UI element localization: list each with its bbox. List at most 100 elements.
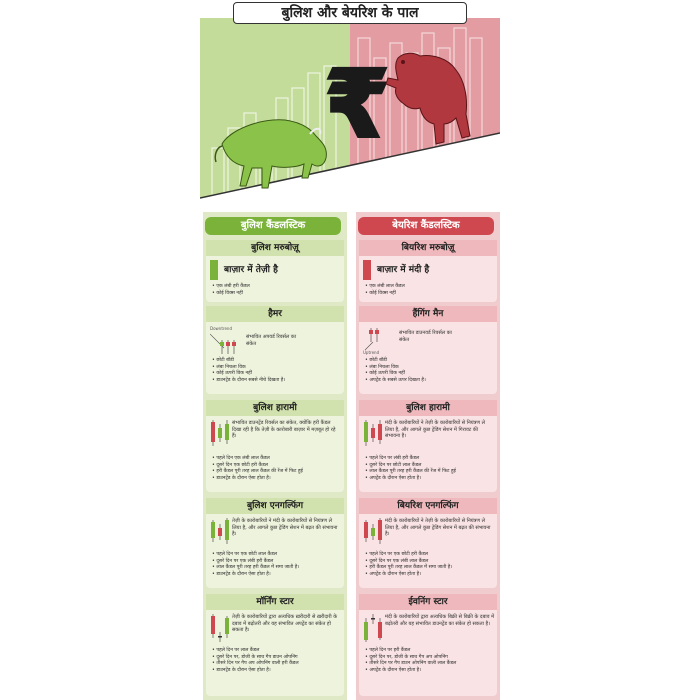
red-candle-icon xyxy=(363,260,371,280)
bullet: लाल कैंडल पूरी तरह हरी कैंडल में समा जात… xyxy=(212,565,299,572)
bear-header: बेयरिश कैंडलस्टिक xyxy=(358,217,494,235)
bullet: पहले दिन पर एक छोटी हरी कैंडल xyxy=(365,552,452,559)
bullet: हरी कैंडल पूरी तरह लाल कैंडल की रेंज में… xyxy=(212,469,303,476)
bullet: एक लंबी लाल कैंडल xyxy=(365,284,404,291)
bullet-list: पहले दिन पर एक छोटी लाल कैंडल दूसरे दिन … xyxy=(212,552,299,578)
svg-text:₹: ₹ xyxy=(325,51,389,158)
bullet-list: एक लंबी हरी कैंडल कोई विक्स नहीं xyxy=(212,284,250,298)
bullet: दूसरे दिन पर एक लंबी हरी कैंडल xyxy=(212,559,299,566)
bullet-list: पहले दिन पर हरी कैंडल दूसरे दिन पर, डोजी… xyxy=(365,648,456,674)
bull-column: बुलिश कैंडलस्टिक बुलिश मरुबोज़ू बाज़ार म… xyxy=(203,212,347,700)
card-title: बुलिश एनगल्फिंग xyxy=(206,498,344,514)
bear-card-hanging-man: हैंगिंग मैन Uptrend संभावित डाउनवर्ड रिव… xyxy=(359,306,497,394)
bullet: पहले दिन एक लंबी लाल कैंडल xyxy=(212,456,303,463)
bullet: अपट्रेंड के दौरान ऐसा होता है। xyxy=(365,476,456,483)
bullet: डाउनट्रेंड के दौरान ऐसा होता है। xyxy=(212,668,299,675)
bear-card-evening-star: ईवनिंग स्टार मंदी के कारोबारियों द्वारा … xyxy=(359,594,497,696)
bullet: दूसरे दिन पर एक लंबी लाल कैंडल xyxy=(365,559,452,566)
bullet: कोई ऊपरी विक नहीं xyxy=(365,371,426,378)
evening-star-chart-icon xyxy=(363,614,383,642)
bull-figure xyxy=(214,119,327,189)
bullet-list: छोटी बॉडी लंबा निचला विक कोई ऊपरी विक नह… xyxy=(212,358,285,384)
harami-chart-icon xyxy=(363,420,383,446)
bear-column: बेयरिश कैंडलस्टिक बियरिश मरुबोज़ू बाज़ार… xyxy=(356,212,500,700)
bullet: तीसरे दिन पर गैप डाउन ओपनिंग वाली लाल कै… xyxy=(365,661,456,668)
card-title: बियरिश मरुबोज़ू xyxy=(359,240,497,256)
trend-label: Downtrend xyxy=(210,326,232,331)
bullet: तीसरे दिन पर गैप अप ओपनिंग वाली हरी कैंड… xyxy=(212,661,298,668)
bullet: छोटी बॉडी xyxy=(212,358,285,365)
bullet: डाउनट्रेंड के दौरान ऐसा होता है। xyxy=(212,572,299,579)
bullet: कोई विक्स नहीं xyxy=(212,291,250,298)
bull-card-engulfing: बुलिश एनगल्फिंग तेज़ी के कारोबारियों ने … xyxy=(206,498,344,588)
bull-card-marubozu: बुलिश मरुबोज़ू बाज़ार में तेज़ी है एक लं… xyxy=(206,240,344,302)
card-description: संभावित अपवर्ड रिवर्सल का संकेत xyxy=(246,334,297,347)
hero-illustration: ₹ ₹ xyxy=(200,18,500,208)
card-title: बुलिश मरुबोज़ू xyxy=(206,240,344,256)
harami-chart-icon xyxy=(210,420,230,446)
bullet: डाउनट्रेंड के दौरान सबसे नीचे दिखता है। xyxy=(212,378,285,385)
bullet: पहले दिन पर हरी कैंडल xyxy=(365,648,456,655)
bull-card-morning-star: मॉर्निंग स्टार तेज़ी के कारोबारियों द्वा… xyxy=(206,594,344,696)
morning-star-chart-icon xyxy=(210,614,230,642)
bullet: लाल कैंडल पूरी तरह हरी कैंडल की रेंज में… xyxy=(365,469,456,476)
infographic-poster: ₹ ₹ बुलिश और बेयरिश के पाल बुलिश कैंडलस्… xyxy=(200,0,500,700)
bullet: दूसरे दिन पर छोटी लाल कैंडल xyxy=(365,463,456,470)
bear-card-harami: बुलिश हारामी मंदी के कारोबारियों ने तेज़… xyxy=(359,400,497,492)
hanging-man-chart-icon xyxy=(363,326,393,352)
card-title: बुलिश हारामी xyxy=(206,400,344,416)
bear-card-engulfing: बियरिश एनगल्फिंग मंदी के कारोबारियों ने … xyxy=(359,498,497,588)
bullet-list: छोटी बॉडी लंबा निचला विक कोई ऊपरी विक नह… xyxy=(365,358,426,385)
bullet: अपट्रेंड के सबसे ऊपर दिखता है। xyxy=(365,378,425,385)
bullet: लंबा निचला विक xyxy=(365,365,426,372)
bullet: पहले दिन पर लंबी हरी कैंडल xyxy=(365,456,456,463)
card-title: बियरिश एनगल्फिंग xyxy=(359,498,497,514)
bullet: लंबा निचला विक xyxy=(212,365,285,372)
card-title: मॉर्निंग स्टार xyxy=(206,594,344,610)
bullet: दूसरे दिन एक छोटी हरी कैंडल xyxy=(212,463,303,470)
bullet: कोई ऊपरी विक नहीं xyxy=(212,371,285,378)
card-title: हैमर xyxy=(206,306,344,322)
trend-label: Uptrend xyxy=(363,350,380,355)
card-description: मंदी के कारोबारियों ने तेज़ी के कारोबारि… xyxy=(385,518,491,537)
card-title: ईवनिंग स्टार xyxy=(359,594,497,610)
bull-card-harami: बुलिश हारामी संभावित डाउनट्रेंड रिवर्सल … xyxy=(206,400,344,492)
card-title: बुलिश हारामी xyxy=(359,400,497,416)
bear-figure xyxy=(385,52,471,145)
card-description: तेज़ी के कारोबारियों ने मंदी के कारोबारि… xyxy=(232,518,338,537)
engulfing-chart-icon xyxy=(210,518,230,544)
bullet-list: एक लंबी लाल कैंडल कोई विक्स नहीं xyxy=(365,284,405,298)
card-title: हैंगिंग मैन xyxy=(359,306,497,322)
bullet: दूसरे दिन पर, डोजी के साथ गैप अप ओपनिंग xyxy=(365,655,456,662)
bull-header: बुलिश कैंडलस्टिक xyxy=(205,217,341,235)
bullet: अपट्रेंड के दौरान ऐसा होता है। xyxy=(365,668,456,675)
bullet-list: पहले दिन पर लंबी हरी कैंडल दूसरे दिन पर … xyxy=(365,456,456,482)
bullet: पहले दिन पर लाल कैंडल xyxy=(212,648,299,655)
bullet: अपट्रेंड के दौरान ऐसा होता है। xyxy=(365,572,452,579)
bullet: दूसरे दिन पर, डोजी के साथ गैप डाउन ओपनिं… xyxy=(212,655,299,662)
bullet-list: पहले दिन पर एक छोटी हरी कैंडल दूसरे दिन … xyxy=(365,552,452,578)
card-description: संभावित डाउनवर्ड रिवर्सल का संकेत xyxy=(399,330,452,343)
card-subtitle: बाज़ार में तेज़ी है xyxy=(224,265,278,275)
card-description: संभावित डाउनट्रेंड रिवर्सल का संकेत, क्य… xyxy=(232,420,336,439)
green-candle-icon xyxy=(210,260,218,280)
bullet-list: पहले दिन एक लंबी लाल कैंडल दूसरे दिन एक … xyxy=(212,456,303,482)
card-description: मंदी के कारोबारियों द्वारा अत्यधिक बिक्र… xyxy=(385,614,495,627)
bullet: छोटी बॉडी xyxy=(365,358,426,365)
bullet: डाउनट्रेंड के दौरान ऐसा होता है। xyxy=(212,476,303,483)
card-description: तेज़ी के कारोबारियों द्वारा अत्यधिक ख़री… xyxy=(232,614,338,633)
bullet: पहले दिन पर एक छोटी लाल कैंडल xyxy=(212,552,299,559)
bullet: एक लंबी हरी कैंडल xyxy=(212,284,249,291)
hammer-chart-icon xyxy=(210,332,240,354)
rupee-figure: ₹ ₹ xyxy=(323,49,391,160)
card-description: मंदी के कारोबारियों ने तेज़ी के कारोबारि… xyxy=(385,420,485,439)
bull-card-hammer: हैमर Downtrend संभावित अपवर्ड रिवर्सल का… xyxy=(206,306,344,394)
bullet: कोई विक्स नहीं xyxy=(365,291,405,298)
card-subtitle: बाज़ार में मंदी है xyxy=(377,265,430,275)
svg-text:₹: ₹ xyxy=(325,51,389,158)
bear-card-marubozu: बियरिश मरुबोज़ू बाज़ार में मंदी है एक लं… xyxy=(359,240,497,302)
engulfing-chart-icon xyxy=(363,518,383,544)
page-title: बुलिश और बेयरिश के पाल xyxy=(233,2,467,24)
bullet: हरी कैंडल पूरी तरह लाल कैंडल में समा जात… xyxy=(365,565,452,572)
bullet-list: पहले दिन पर लाल कैंडल दूसरे दिन पर, डोजी… xyxy=(212,648,299,675)
